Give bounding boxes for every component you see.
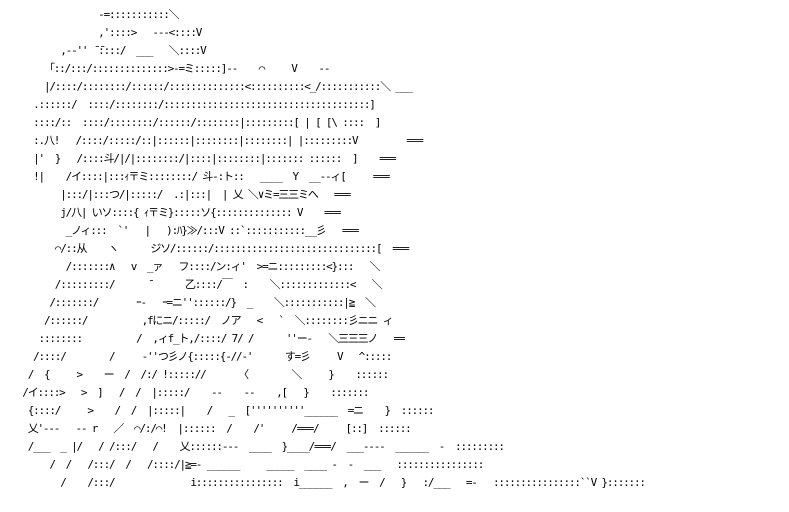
ascii-art-line: /:::::::∧ v _ァ フ::::/ン:ィ' >=ニ:::::::::<}… bbox=[6, 260, 381, 273]
ascii-art-line: j/八| いソ::::{ ｨ〒ミ}:::::ソ{:::::::::::::: V… bbox=[6, 206, 341, 219]
ascii-art-line: / /:::/ i:::::::::::::::: i______ , ー / … bbox=[6, 476, 646, 489]
ascii-art-line: ,-‐'' ̄ ̄::::/ ___ ＼::::V bbox=[6, 44, 207, 57]
ascii-art-line: / { > ー / /:/ !:::::// 〈 ＼ } :::::: bbox=[6, 368, 389, 381]
ascii-art-line: /::::/ / ‐''つ彡ノ{:::::{‐//‐' す=彡 V ^::::: bbox=[6, 350, 392, 363]
ascii-art-line: ,'::::> ---<::::V bbox=[6, 26, 202, 39]
ascii-art-line: _ノィ::: `' | ):ﾊ}≫/:::V ::`:::::::::::__彡… bbox=[6, 224, 360, 237]
ascii-art-line: |:::/|:::つ/|:::::/ .:|:::| | 乂 ＼∨ミ=三三ミヘ … bbox=[6, 188, 351, 201]
ascii-art-line: -=:::::::::::＼ bbox=[6, 8, 180, 21]
ascii-art-line: /::::::/ ,fにニ/:::::/ ノア < ` ＼::::::::彡ニニ… bbox=[6, 314, 394, 327]
ascii-art-line: :::::::: / ,ィf_ト,/::::/ 7/ / ''ー‐ ＼三三三ノ … bbox=[6, 332, 406, 345]
ascii-art-line: 「::/:::/::::::::::::::>-=ミ:::::]‐- ⌒ V -… bbox=[6, 62, 331, 75]
ascii-art-line: / / /:::/ / /::::/|≧=‐ ______ _____ ____… bbox=[6, 458, 484, 471]
ascii-art-line: |/::::/::::::::/::::::/::::::::::::::<::… bbox=[6, 80, 413, 93]
ascii-art-line: |' } /::::斗/|/|::::::::/|::::|::::::::|:… bbox=[6, 152, 396, 165]
ascii-art-line: .::::::/ ::::/::::::::/:::::::::::::::::… bbox=[6, 98, 386, 111]
ascii-art-line: /:::::::::/ ̄ 乙::::/￣ : ＼:::::::::::::< … bbox=[6, 278, 383, 291]
ascii-art-line: /イ::::> > ] / / |:::::/ -‐ ‐‐ ,[ } :::::… bbox=[6, 386, 369, 399]
ascii-art-line: /:::::::/ ｰ‐ ｰ=ニ''::::::/} _ ＼::::::::::… bbox=[6, 296, 376, 309]
ascii-art-line: /___ _ |/ / /:::/ / 乂::::::‐-‐ ____ }___… bbox=[6, 440, 505, 453]
ascii-art-line: !| /イ::::|:::ｨ〒ミ::::::::/ 斗-:ト:: ____ Y … bbox=[6, 170, 390, 183]
ascii-art-line: {::::/ > / / |:::::| / _ [''''''''''____… bbox=[6, 404, 435, 417]
ascii-art-line: ⌒/::从 ヽ ジソ/::::::/::::::::::::::::::::::… bbox=[6, 242, 410, 255]
ascii-art-line: 乂'--- -- r ／ ⌒/:/⌒! |:::::: / /' /===/ [… bbox=[6, 422, 412, 435]
ascii-art-line: ::::/:: ::::/::::::::/::::::/::::::::|::… bbox=[6, 116, 381, 129]
ascii-art-line: :.八! /::::/:::::/::|::::::|::::::::|::::… bbox=[6, 134, 424, 147]
ascii-art: -=:::::::::::＼ ,'::::> ---<::::V ,-‐'' ̄… bbox=[6, 6, 646, 492]
